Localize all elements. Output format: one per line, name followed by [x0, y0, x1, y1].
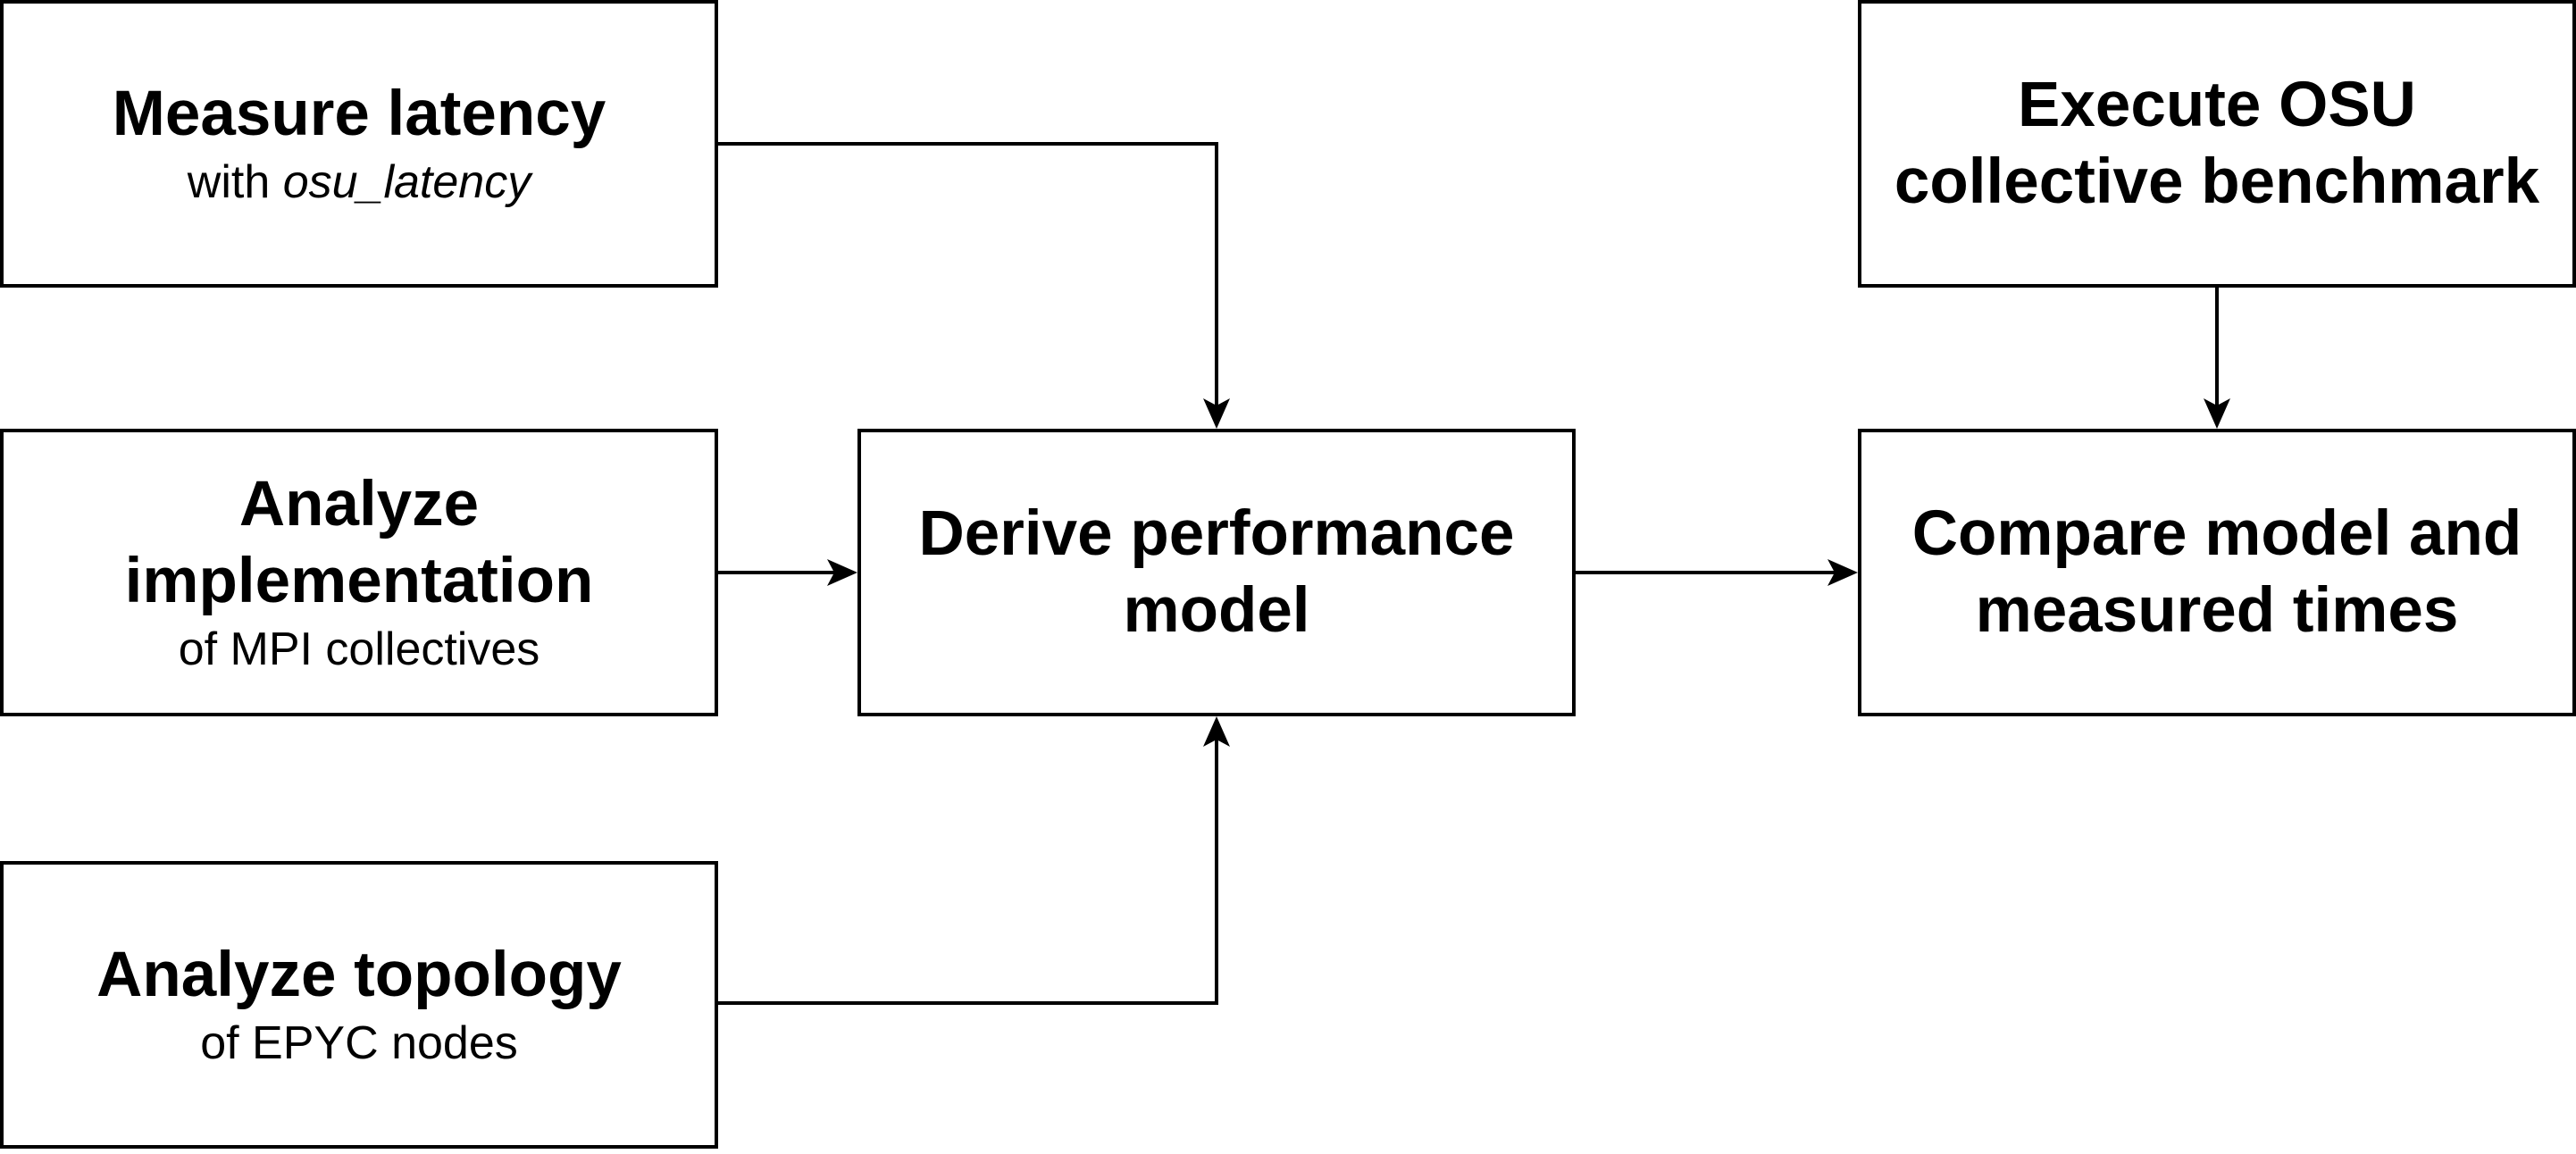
edge-measure-latency-to-derive-model	[718, 142, 1218, 422]
node-title-line1: Derive performance	[918, 498, 1515, 569]
node-title: Analyze topology	[96, 940, 622, 1010]
node-title-line1: Analyze	[238, 469, 480, 539]
node-title-line2: collective benchmark	[1894, 146, 2540, 217]
node-analyze-topology: Analyze topology of EPYC nodes	[0, 861, 718, 1149]
node-subtitle: with osu_latency	[188, 153, 531, 212]
node-subtitle: of MPI collectives	[178, 623, 540, 675]
node-title-line2: measured times	[1975, 575, 2459, 646]
subtitle-prefix: with	[187, 156, 283, 208]
node-title-line2: model	[1123, 575, 1310, 646]
arrowhead-analyze-topology-to-derive-model	[1203, 716, 1230, 747]
node-execute-osu-benchmark: Execute OSU collective benchmark	[1858, 0, 2576, 288]
node-title-line2: implementation	[124, 546, 594, 616]
node-derive-performance-model: Derive performance model	[857, 429, 1576, 716]
arrowhead-analyze-implementation-to-derive-model	[827, 559, 857, 586]
subtitle-tool-name: osu_latency	[282, 156, 531, 208]
arrowhead-derive-model-to-compare	[1827, 559, 1858, 586]
edge-analyze-topology-to-derive-model	[718, 725, 1218, 1005]
node-measure-latency: Measure latency with osu_latency	[0, 0, 718, 288]
node-compare-model-and-measured: Compare model and measured times	[1858, 429, 2576, 716]
arrowhead-execute-osu-to-compare	[2204, 398, 2230, 429]
node-subtitle: of EPYC nodes	[200, 1017, 518, 1069]
node-title-line1: Execute OSU	[2018, 70, 2416, 140]
arrowhead-measure-latency-to-derive-model	[1203, 398, 1230, 429]
node-title-line1: Compare model and	[1911, 498, 2522, 569]
node-analyze-implementation: Analyze implementation of MPI collective…	[0, 429, 718, 716]
node-title: Measure latency	[112, 79, 606, 149]
